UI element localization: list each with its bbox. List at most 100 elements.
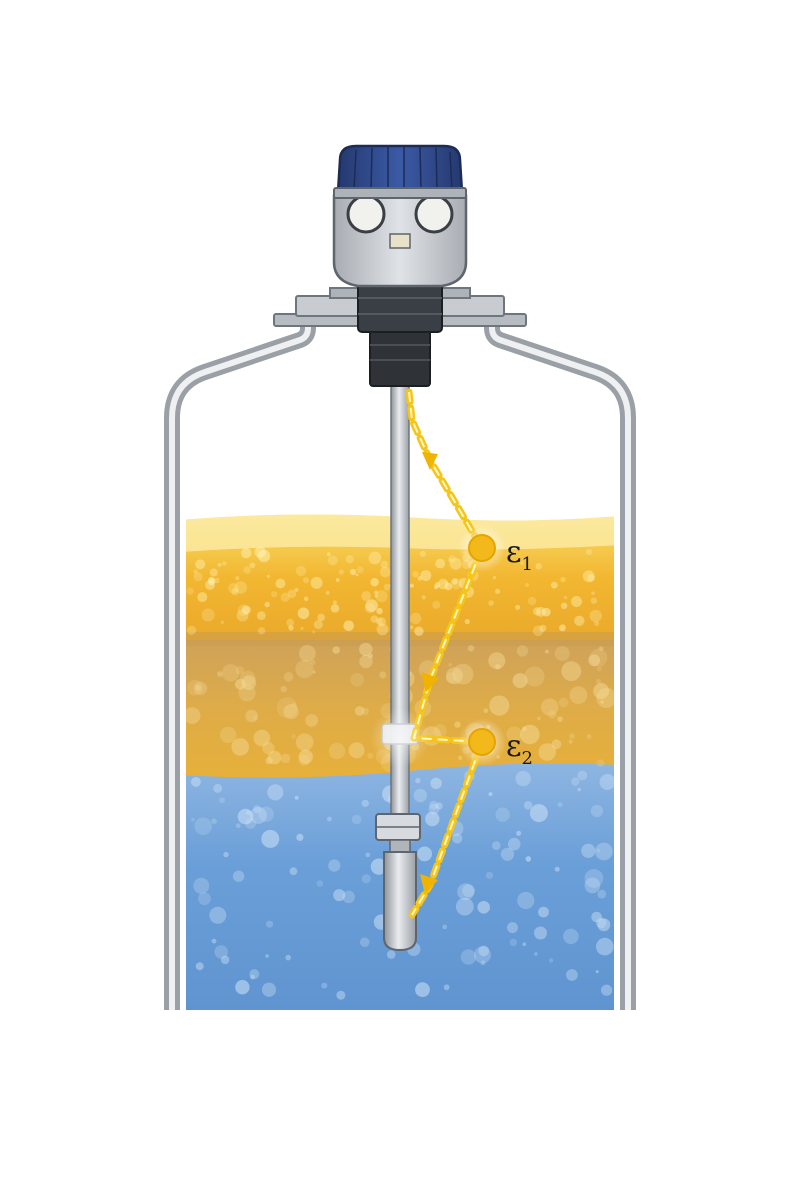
bubble xyxy=(495,807,510,822)
bubble xyxy=(563,928,579,945)
bubble xyxy=(591,911,602,923)
bubble xyxy=(295,565,307,577)
bubble xyxy=(589,609,602,623)
bubble xyxy=(219,797,225,804)
bubble xyxy=(524,666,545,687)
bubble xyxy=(295,660,314,679)
bubble xyxy=(186,587,194,595)
bubble xyxy=(417,576,423,581)
bubble xyxy=(250,974,255,980)
bubble xyxy=(506,726,522,742)
bubble xyxy=(541,607,551,617)
bubble xyxy=(211,818,217,824)
bubble xyxy=(569,733,575,739)
bubble xyxy=(538,906,549,918)
bubble xyxy=(245,818,256,829)
bubble xyxy=(596,759,605,767)
bubble xyxy=(294,795,299,800)
bubble xyxy=(313,620,323,630)
bubble xyxy=(241,547,252,559)
bubble xyxy=(302,577,310,584)
bubble xyxy=(191,817,195,822)
bubble xyxy=(525,583,529,587)
bubble xyxy=(525,856,532,862)
reflection-point-lower xyxy=(370,708,506,768)
bubble xyxy=(375,617,383,625)
bubble xyxy=(548,958,554,963)
bubble xyxy=(460,949,477,965)
bubble xyxy=(367,752,374,759)
bubble xyxy=(551,739,562,750)
epsilon-1-label: ε1 xyxy=(506,535,533,575)
bubble xyxy=(280,753,291,764)
bubble xyxy=(545,649,549,654)
bubble xyxy=(249,969,260,980)
bubble xyxy=(261,982,277,997)
bubble xyxy=(356,566,364,574)
bubble xyxy=(186,707,201,724)
bubble xyxy=(361,874,371,884)
bubble xyxy=(495,664,501,670)
bubble xyxy=(492,576,496,580)
bubble xyxy=(455,897,474,916)
bubble xyxy=(596,666,602,672)
bubble xyxy=(595,970,599,974)
bubble xyxy=(343,620,355,632)
bubble xyxy=(249,562,256,569)
bubble xyxy=(359,654,373,669)
bubble xyxy=(560,576,566,583)
bubble xyxy=(195,962,204,971)
bubble xyxy=(267,784,284,801)
bubble xyxy=(535,606,546,617)
bubble xyxy=(348,742,365,759)
bubble xyxy=(383,583,391,591)
bubble xyxy=(419,550,426,558)
bubble xyxy=(232,870,245,882)
bubble xyxy=(561,661,582,681)
bubble xyxy=(474,946,491,964)
bubble xyxy=(568,739,573,744)
bubble xyxy=(285,954,292,961)
bubble xyxy=(421,595,426,600)
bubble xyxy=(477,901,491,914)
bubble xyxy=(327,555,338,566)
bubble xyxy=(448,663,452,667)
bubble xyxy=(516,830,522,836)
bubble xyxy=(488,792,493,797)
bubble xyxy=(415,777,421,784)
bubble xyxy=(368,551,382,565)
bubble xyxy=(559,624,566,632)
bubble xyxy=(296,833,304,842)
bubble xyxy=(485,871,494,880)
bubble xyxy=(209,906,227,924)
bubble xyxy=(361,707,369,716)
bubble xyxy=(249,806,267,824)
bubble xyxy=(588,654,601,667)
bubble xyxy=(280,592,290,602)
bubble xyxy=(599,774,614,790)
bubble xyxy=(409,612,422,625)
bubble xyxy=(214,577,220,584)
signal-pulse-icon xyxy=(405,388,486,919)
bubble xyxy=(521,726,527,732)
bubble xyxy=(291,733,297,739)
bubble xyxy=(478,945,490,957)
bubble xyxy=(488,600,494,606)
bubble xyxy=(345,555,354,564)
epsilon-2-label: ε2 xyxy=(506,729,533,769)
bubble xyxy=(217,671,223,677)
bubble xyxy=(262,741,275,755)
bubble xyxy=(374,594,378,598)
bubble xyxy=(589,648,608,667)
bubble xyxy=(581,843,596,858)
bubble xyxy=(534,926,547,940)
bubble xyxy=(253,805,262,814)
bubble xyxy=(349,568,357,576)
bubble xyxy=(557,716,563,722)
bubble xyxy=(462,884,475,898)
bubble xyxy=(379,566,391,578)
bubble xyxy=(312,670,316,674)
bubble xyxy=(596,937,614,956)
bubble xyxy=(375,590,388,603)
bubble xyxy=(590,597,598,604)
